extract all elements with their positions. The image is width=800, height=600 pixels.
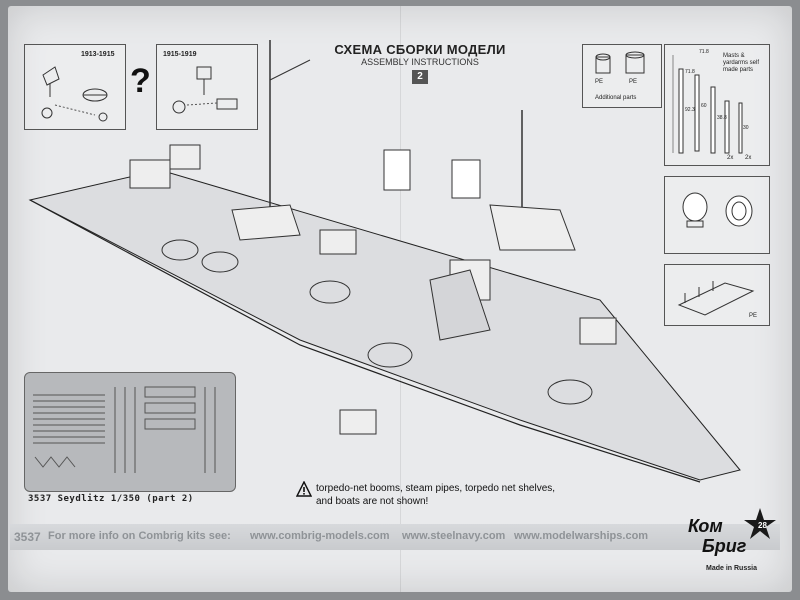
variant-1915-label: 1915-1919 [163, 51, 197, 58]
mast-dim-5: 92.3 [685, 107, 695, 113]
masts-box: Masts & yardarms self made parts 71.8 71… [664, 44, 770, 166]
additional-parts-caption: Additional parts [595, 95, 637, 101]
footer-band [10, 524, 780, 550]
photo-etch-caption: 3537 Seydlitz 1/350 (part 2) [28, 494, 194, 504]
combrig-logo: 28 Ком Бриг [682, 500, 782, 570]
variant-1913-box: 1913-1915 [24, 44, 126, 130]
mast-dim-3: 60 [701, 103, 707, 109]
searchlight-box [664, 176, 770, 254]
variant-1913-label: 1913-1915 [81, 51, 115, 58]
mast-dim-4: 38.8 [717, 115, 727, 121]
warning-text: torpedo-net booms, steam pipes, torpedo … [316, 483, 556, 507]
additional-pe-tag-1: PE [595, 79, 604, 85]
footer-link-combrig[interactable]: www.combrig-models.com [250, 530, 390, 542]
mast-dim-1: 71.8 [699, 49, 709, 55]
variant-1915-drawing [172, 66, 238, 114]
additional-pe-tag-2: PE [629, 79, 638, 85]
mast-qty-1: 2x [727, 155, 734, 161]
mast-dim-2: 71.8 [685, 69, 695, 75]
logo-star-icon: 28 [744, 508, 776, 539]
additional-parts-box: PE PE Additional parts [582, 44, 662, 108]
step-number-badge: 2 [412, 70, 428, 84]
mast-qty-2: 2x [745, 155, 752, 161]
logo-line1: Ком [688, 516, 723, 536]
question-mark: ? [130, 62, 151, 100]
made-in-russia: Made in Russia [706, 565, 757, 572]
photo-etch-sheet [24, 372, 236, 492]
rail-detail-box: PE [664, 264, 770, 326]
footer-link-modelwarships[interactable]: www.modelwarships.com [514, 530, 649, 542]
svg-text:28: 28 [758, 521, 767, 530]
masts-drawing [672, 55, 743, 154]
footer-link-steelnavy[interactable]: www.steelnavy.com [402, 530, 506, 542]
photo-etch-parts [33, 386, 216, 473]
rail-detail-drawing [677, 281, 755, 316]
footer-kit-code: 3537 [14, 530, 41, 544]
logo-line2: Бриг [702, 536, 747, 556]
mast-dim-6: 30 [743, 125, 749, 131]
rail-pe-tag: PE [749, 313, 758, 319]
searchlight-drawing [682, 192, 753, 228]
warning-icon [296, 481, 312, 497]
page-subtitle: ASSEMBLY INSTRUCTIONS [361, 57, 479, 67]
masts-caption: Masts & yardarms self made parts [723, 53, 760, 73]
variant-1915-box: 1915-1919 [156, 44, 258, 130]
footer-lead-text: For more info on Combrig kits see: [48, 530, 231, 542]
variant-1913-drawing [41, 66, 108, 122]
additional-parts-drawing [595, 51, 645, 74]
page-title: СХЕМА СБОРКИ МОДЕЛИ [334, 42, 506, 57]
